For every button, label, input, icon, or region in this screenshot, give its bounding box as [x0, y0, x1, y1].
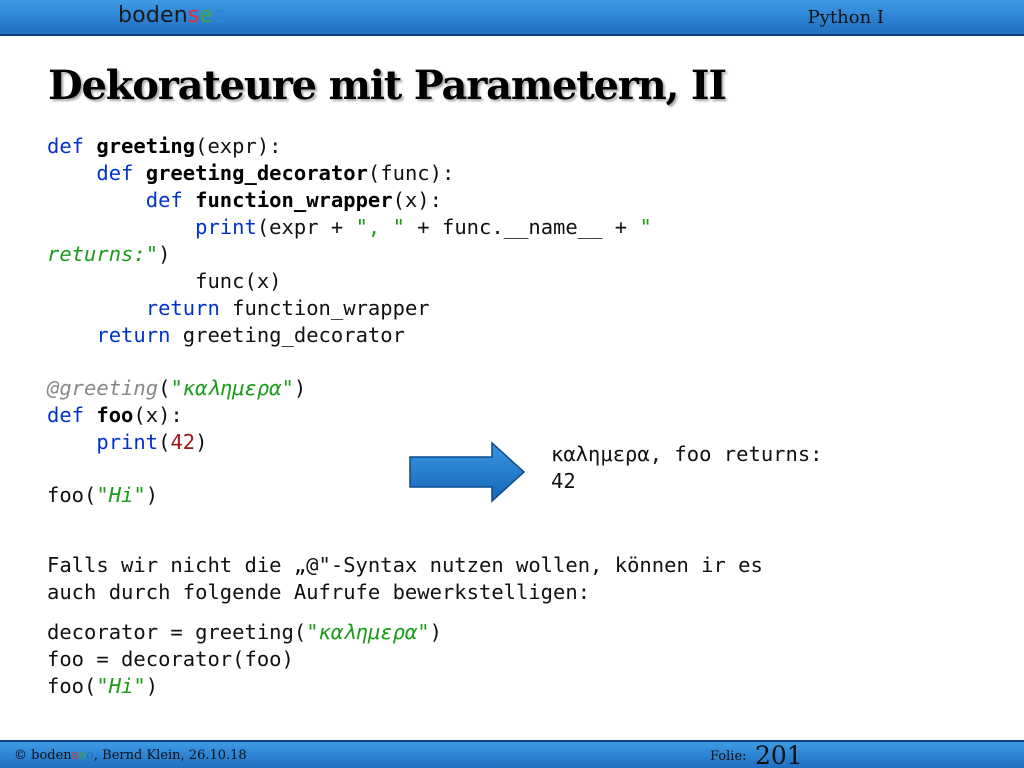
header-bar: bodenseo Python I	[0, 0, 1024, 36]
footer-folie-label: Folie:	[710, 749, 747, 764]
slide-title: Dekorateure mit Parametern, II	[48, 62, 727, 109]
code-block-manual-decoration: decorator = greeting("καλημερα") foo = d…	[47, 620, 442, 698]
code-block-decorator-definition: def greeting(expr): def greeting_decorat…	[47, 134, 652, 347]
bodenseo-logo: bodenseo	[118, 3, 227, 28]
course-title: Python I	[807, 7, 884, 28]
code-block-call: foo("Hi")	[47, 483, 159, 507]
right-arrow-icon	[409, 441, 526, 503]
explanation-text: Falls wir nicht die „@"-Syntax nutzen wo…	[47, 553, 763, 604]
footer-copyright: © bodenseo, Bernd Klein, 26.10.18	[14, 748, 247, 763]
footer-bar: © bodenseo, Bernd Klein, 26.10.18 Folie:…	[0, 740, 1024, 768]
program-output: καλημερα, foo returns: 42	[551, 442, 823, 493]
code-block-decorated-function: @greeting("καλημερα") def foo(x): print(…	[47, 376, 307, 454]
slide-number: 201	[755, 741, 803, 768]
